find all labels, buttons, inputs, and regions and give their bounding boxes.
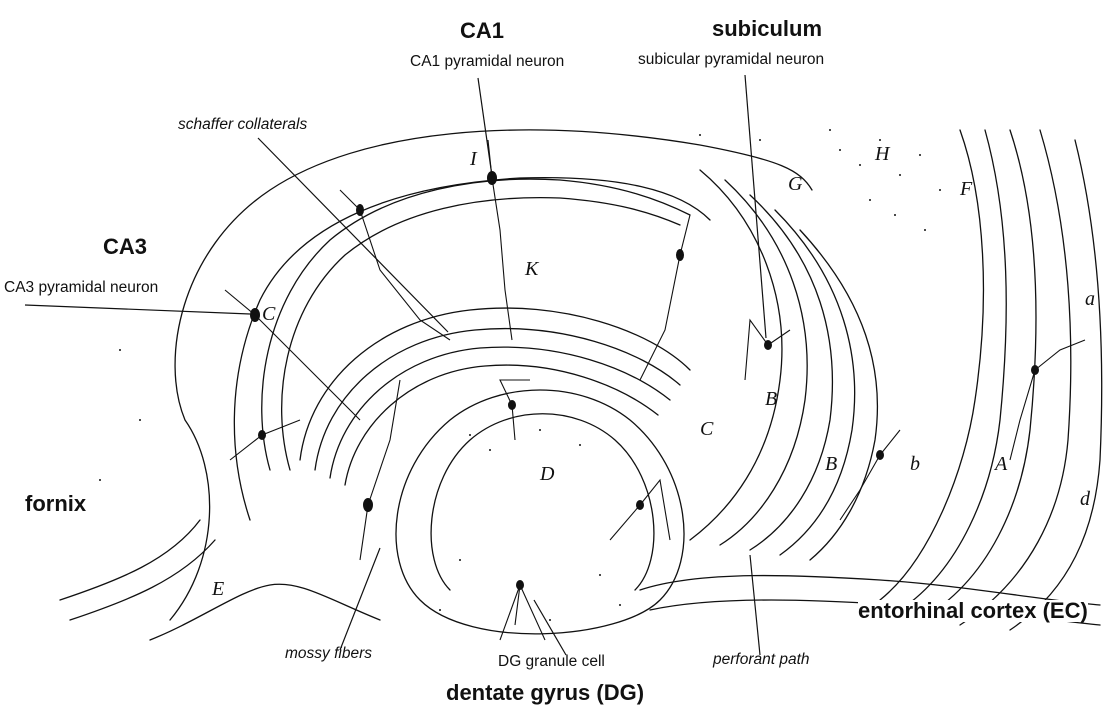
label-ca3: CA3 (103, 236, 147, 258)
leader-schaffer (258, 138, 448, 332)
drawing-letter-C: C (262, 303, 276, 325)
label-ca1-neuron: CA1 pyramidal neuron (410, 54, 564, 70)
drawing-letter-H: H (874, 143, 891, 165)
dentate-outline (396, 390, 684, 634)
label-dg-granule-cell: DG granule cell (498, 654, 605, 670)
label-mossy-fibers: mossy fibers (285, 646, 372, 662)
outer-contour (170, 130, 812, 620)
drawing-letter-E: E (211, 578, 224, 600)
drawing-letter-D: D (539, 463, 555, 485)
drawing-letter-B: B (825, 453, 837, 475)
drawing-letter-I: I (469, 148, 478, 170)
drawing-letter-C: C (700, 418, 714, 440)
leader-subicular (745, 75, 766, 338)
drawing-letter-K: K (524, 258, 540, 280)
leader-perforant (750, 555, 760, 655)
label-subiculum: subiculum (712, 18, 822, 40)
drawing-letter-b: b (910, 453, 920, 475)
leader-ca3 (25, 305, 250, 314)
label-entorhinal-cortex: entorhinal cortex (EC) (858, 600, 1088, 622)
leader-mossy (340, 548, 380, 650)
label-dentate-gyrus: dentate gyrus (DG) (446, 682, 644, 704)
leader-ca1 (478, 78, 492, 176)
drawing-letter-G: G (788, 173, 803, 195)
label-subicular-neuron: subicular pyramidal neuron (638, 52, 824, 68)
drawing-letter-a: a (1085, 288, 1095, 310)
label-fornix: fornix (25, 493, 86, 515)
label-schaffer-collaterals: schaffer collaterals (178, 117, 307, 133)
drawing-letter-F: F (959, 178, 973, 200)
drawing-letter-B: B (765, 388, 777, 410)
drawing-letter-A: A (993, 453, 1008, 475)
pyramidal-band-2 (282, 198, 680, 470)
label-ca1: CA1 (460, 20, 504, 42)
drawing-letter-d: d (1080, 488, 1091, 510)
outer-contour-2 (150, 584, 380, 640)
label-ca3-neuron: CA3 pyramidal neuron (4, 280, 158, 296)
pyramidal-band (262, 179, 690, 470)
label-perforant-path: perforant path (713, 652, 810, 668)
